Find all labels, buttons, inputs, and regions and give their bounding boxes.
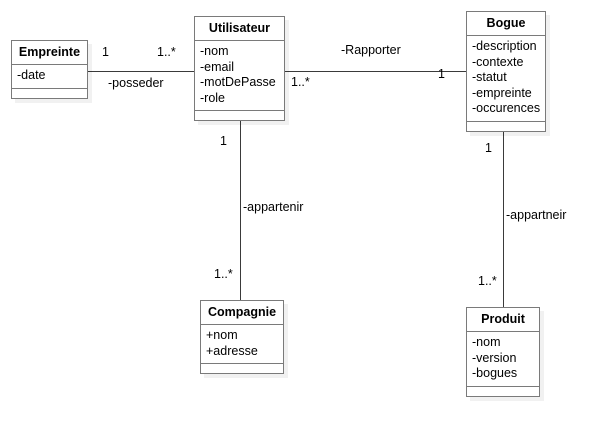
multiplicity-appartenir-source: 1 [220, 134, 227, 148]
uml-class-utilisateur[interactable]: Utilisateur -nom -email -motDePasse -rol… [194, 16, 285, 122]
association-line-appartneir[interactable] [503, 127, 504, 307]
class-attributes-utilisateur: -nom -email -motDePasse -role [195, 41, 284, 112]
association-line-rapporter[interactable] [285, 71, 466, 72]
attribute-item: -date [17, 68, 46, 83]
attribute-item: -role [200, 90, 226, 105]
attribute-item: -version [472, 350, 517, 365]
uml-class-empreinte[interactable]: Empreinte -date [11, 40, 88, 99]
multiplicity-rapporter-source: 1..* [291, 75, 310, 89]
uml-class-compagnie[interactable]: Compagnie +nom +adresse [200, 300, 284, 375]
class-attributes-compagnie: +nom +adresse [201, 325, 283, 365]
attribute-item: -statut [472, 70, 507, 85]
multiplicity-posseder-source: 1 [102, 45, 109, 59]
association-label-posseder: -posseder [108, 76, 164, 90]
uml-class-bogue[interactable]: Bogue -description -contexte -statut -em… [466, 11, 546, 132]
attribute-item: -motDePasse [200, 75, 276, 90]
class-title-produit: Produit [467, 308, 539, 333]
attribute-item: -bogues [472, 366, 518, 381]
attribute-item: -contexte [472, 54, 524, 69]
association-label-appartenir: -appartenir [243, 200, 304, 214]
association-label-rapporter: -Rapporter [341, 43, 401, 57]
association-line-appartenir[interactable] [240, 120, 241, 300]
class-title-utilisateur: Utilisateur [195, 17, 284, 42]
attribute-item: -email [200, 59, 235, 74]
multiplicity-posseder-target: 1..* [157, 45, 176, 59]
multiplicity-rapporter-target: 1 [438, 67, 445, 81]
attribute-item: -empreinte [472, 85, 532, 100]
class-operations-bogue [467, 122, 545, 131]
association-line-posseder[interactable] [88, 71, 194, 72]
multiplicity-appartneir-target: 1..* [478, 274, 497, 288]
multiplicity-appartenir-target: 1..* [214, 267, 233, 281]
attribute-item: -nom [200, 44, 229, 59]
attribute-item: -description [472, 39, 537, 54]
class-operations-empreinte [12, 89, 87, 98]
attribute-item: -occurences [472, 101, 541, 116]
attribute-item: -nom [472, 335, 501, 350]
class-attributes-bogue: -description -contexte -statut -empreint… [467, 36, 545, 122]
class-attributes-empreinte: -date [12, 65, 87, 89]
attribute-item: +nom [206, 328, 238, 343]
class-operations-utilisateur [195, 111, 284, 120]
class-attributes-produit: -nom -version -bogues [467, 332, 539, 387]
association-label-appartneir: -appartneir [506, 208, 567, 222]
class-title-empreinte: Empreinte [12, 41, 87, 66]
attribute-item: +adresse [206, 343, 258, 358]
class-title-compagnie: Compagnie [201, 301, 283, 326]
class-operations-produit [467, 387, 539, 396]
multiplicity-appartneir-source: 1 [485, 141, 492, 155]
class-title-bogue: Bogue [467, 12, 545, 37]
uml-class-produit[interactable]: Produit -nom -version -bogues [466, 307, 540, 397]
class-operations-compagnie [201, 364, 283, 373]
